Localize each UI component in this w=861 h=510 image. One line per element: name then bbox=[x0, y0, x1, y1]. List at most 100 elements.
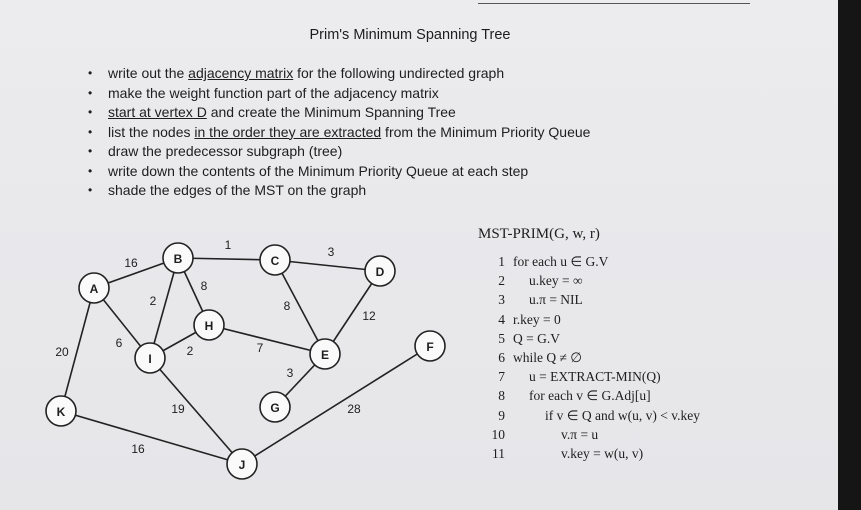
top-rule bbox=[478, 3, 750, 4]
instruction-item: shade the edges of the MST on the graph bbox=[88, 181, 590, 201]
line-number: 4 bbox=[498, 311, 505, 327]
vertex-label: B bbox=[174, 252, 183, 266]
line-number: 6 bbox=[498, 349, 505, 365]
edge-weight-A-K: 20 bbox=[55, 345, 69, 359]
vertex-A: A bbox=[78, 272, 110, 304]
edge-weight-I-J: 19 bbox=[171, 402, 185, 416]
algorithm-line: 4 r.key = 0 bbox=[478, 310, 700, 329]
edge-weight-A-B: 16 bbox=[124, 256, 138, 270]
edge-I-J bbox=[149, 357, 243, 465]
algorithm-line: 6 while Q ≠ ∅ bbox=[478, 348, 700, 367]
dark-background-edge bbox=[838, 0, 861, 510]
instruction-text: shade the edges of the MST on the graph bbox=[108, 182, 367, 198]
instruction-item: list the nodes in the order they are ext… bbox=[88, 123, 590, 143]
vertex-H: H bbox=[193, 309, 225, 341]
algorithm-line: 9 if v ∈ Q and w(u, v) < v.key bbox=[478, 406, 700, 425]
line-number: 9 bbox=[498, 407, 505, 423]
instruction-text: make the weight function part of the adj… bbox=[108, 84, 439, 101]
edge-H-E bbox=[208, 324, 326, 355]
vertex-F: F bbox=[414, 330, 446, 362]
code-text: v.key = w(u, v) bbox=[561, 445, 644, 461]
code-text: u.key = ∞ bbox=[529, 273, 583, 289]
instruction-item: write down the contents of the Minimum P… bbox=[88, 162, 590, 182]
edge-C-D bbox=[274, 259, 381, 272]
vertex-label: E bbox=[321, 348, 329, 362]
line-number: 7 bbox=[498, 369, 505, 385]
line-number: 5 bbox=[498, 330, 505, 346]
code-text: v.π = u bbox=[561, 426, 599, 442]
algorithm-line: 11 v.key = w(u, v) bbox=[478, 444, 700, 463]
edge-weight-B-H: 8 bbox=[201, 279, 208, 293]
instruction-text: list the nodes bbox=[108, 123, 195, 140]
vertex-circle bbox=[162, 242, 194, 274]
code-text: for each u ∈ G.V bbox=[513, 254, 609, 269]
edge-K-J bbox=[60, 410, 243, 465]
code-text: r.key = 0 bbox=[513, 311, 561, 327]
line-number: 8 bbox=[498, 388, 505, 404]
instruction-text: draw the predecessor subgraph (tree) bbox=[108, 143, 343, 159]
code-text: u = EXTRACT-MIN(Q) bbox=[529, 369, 661, 385]
vertex-circle bbox=[414, 330, 446, 362]
underlined-text: start at vertex D bbox=[108, 104, 207, 120]
vertex-label: D bbox=[376, 265, 385, 279]
line-number: 3 bbox=[498, 292, 505, 308]
vertex-circle bbox=[193, 309, 225, 341]
vertex-label: K bbox=[57, 405, 66, 419]
code-text: while Q ≠ ∅ bbox=[513, 349, 583, 365]
vertex-label: G bbox=[270, 401, 279, 415]
vertex-circle bbox=[226, 448, 258, 480]
vertex-D: D bbox=[364, 255, 396, 287]
algorithm-line: 2 u.key = ∞ bbox=[478, 271, 700, 290]
algorithm-title: MST-PRIM(G, w, r) bbox=[478, 226, 600, 242]
underlined-text: adjacency matrix bbox=[188, 65, 294, 81]
instruction-text: from the Minimum Priority Queue bbox=[381, 123, 591, 140]
code-text: if v ∈ Q and w(u, v) < v.key bbox=[545, 407, 700, 423]
instruction-item: make the weight function part of the adj… bbox=[88, 84, 590, 104]
vertex-G: G bbox=[259, 391, 291, 423]
instruction-item: write out the adjacency matrix for the f… bbox=[88, 64, 590, 84]
edge-weight-D-E: 12 bbox=[362, 309, 376, 323]
vertex-K: K bbox=[45, 395, 77, 427]
edge-J-F bbox=[241, 345, 431, 465]
vertex-circle bbox=[364, 255, 396, 287]
vertex-label: F bbox=[426, 340, 433, 354]
edge-weight-C-E: 8 bbox=[284, 299, 291, 313]
instruction-item: start at vertex D and create the Minimum… bbox=[88, 103, 590, 123]
edge-C-E bbox=[274, 259, 326, 355]
line-number: 2 bbox=[498, 273, 505, 289]
vertex-circle bbox=[259, 244, 291, 276]
vertex-B: B bbox=[162, 242, 194, 274]
instruction-text: for the following undirected graph bbox=[293, 65, 505, 81]
page-title: Prim's Minimum Spanning Tree bbox=[309, 27, 511, 43]
underlined-text: in the order they are extracted bbox=[194, 123, 382, 140]
vertex-label: H bbox=[205, 319, 214, 333]
code-text: for each v ∈ G.Adj[u] bbox=[529, 388, 651, 404]
edge-A-K bbox=[60, 287, 95, 412]
vertex-circle bbox=[259, 391, 291, 423]
edge-weight-C-D: 3 bbox=[328, 245, 335, 259]
algorithm-line: 3 u.π = NIL bbox=[478, 290, 700, 309]
vertex-J: J bbox=[226, 448, 258, 480]
vertex-E: E bbox=[309, 338, 341, 370]
vertex-circle bbox=[309, 338, 341, 370]
instruction-item: draw the predecessor subgraph (tree) bbox=[88, 142, 590, 162]
vertex-label: A bbox=[90, 282, 99, 296]
vertex-circle bbox=[45, 395, 77, 427]
instruction-list: write out the adjacency matrix for the f… bbox=[88, 64, 590, 201]
edge-D-E bbox=[324, 270, 381, 355]
vertex-C: C bbox=[259, 244, 291, 276]
edge-weight-B-I: 2 bbox=[150, 294, 157, 308]
edge-weight-A-I: 6 bbox=[116, 336, 123, 350]
code-text: u.π = NIL bbox=[529, 292, 583, 308]
edge-weight-K-J: 16 bbox=[131, 442, 145, 456]
line-number: 11 bbox=[492, 445, 505, 461]
algorithm-line: 7 u = EXTRACT-MIN(Q) bbox=[478, 367, 700, 386]
edge-weight-E-G: 3 bbox=[287, 366, 294, 380]
edge-B-I bbox=[149, 257, 179, 359]
instruction-text: write down the contents of the Minimum P… bbox=[108, 162, 529, 179]
